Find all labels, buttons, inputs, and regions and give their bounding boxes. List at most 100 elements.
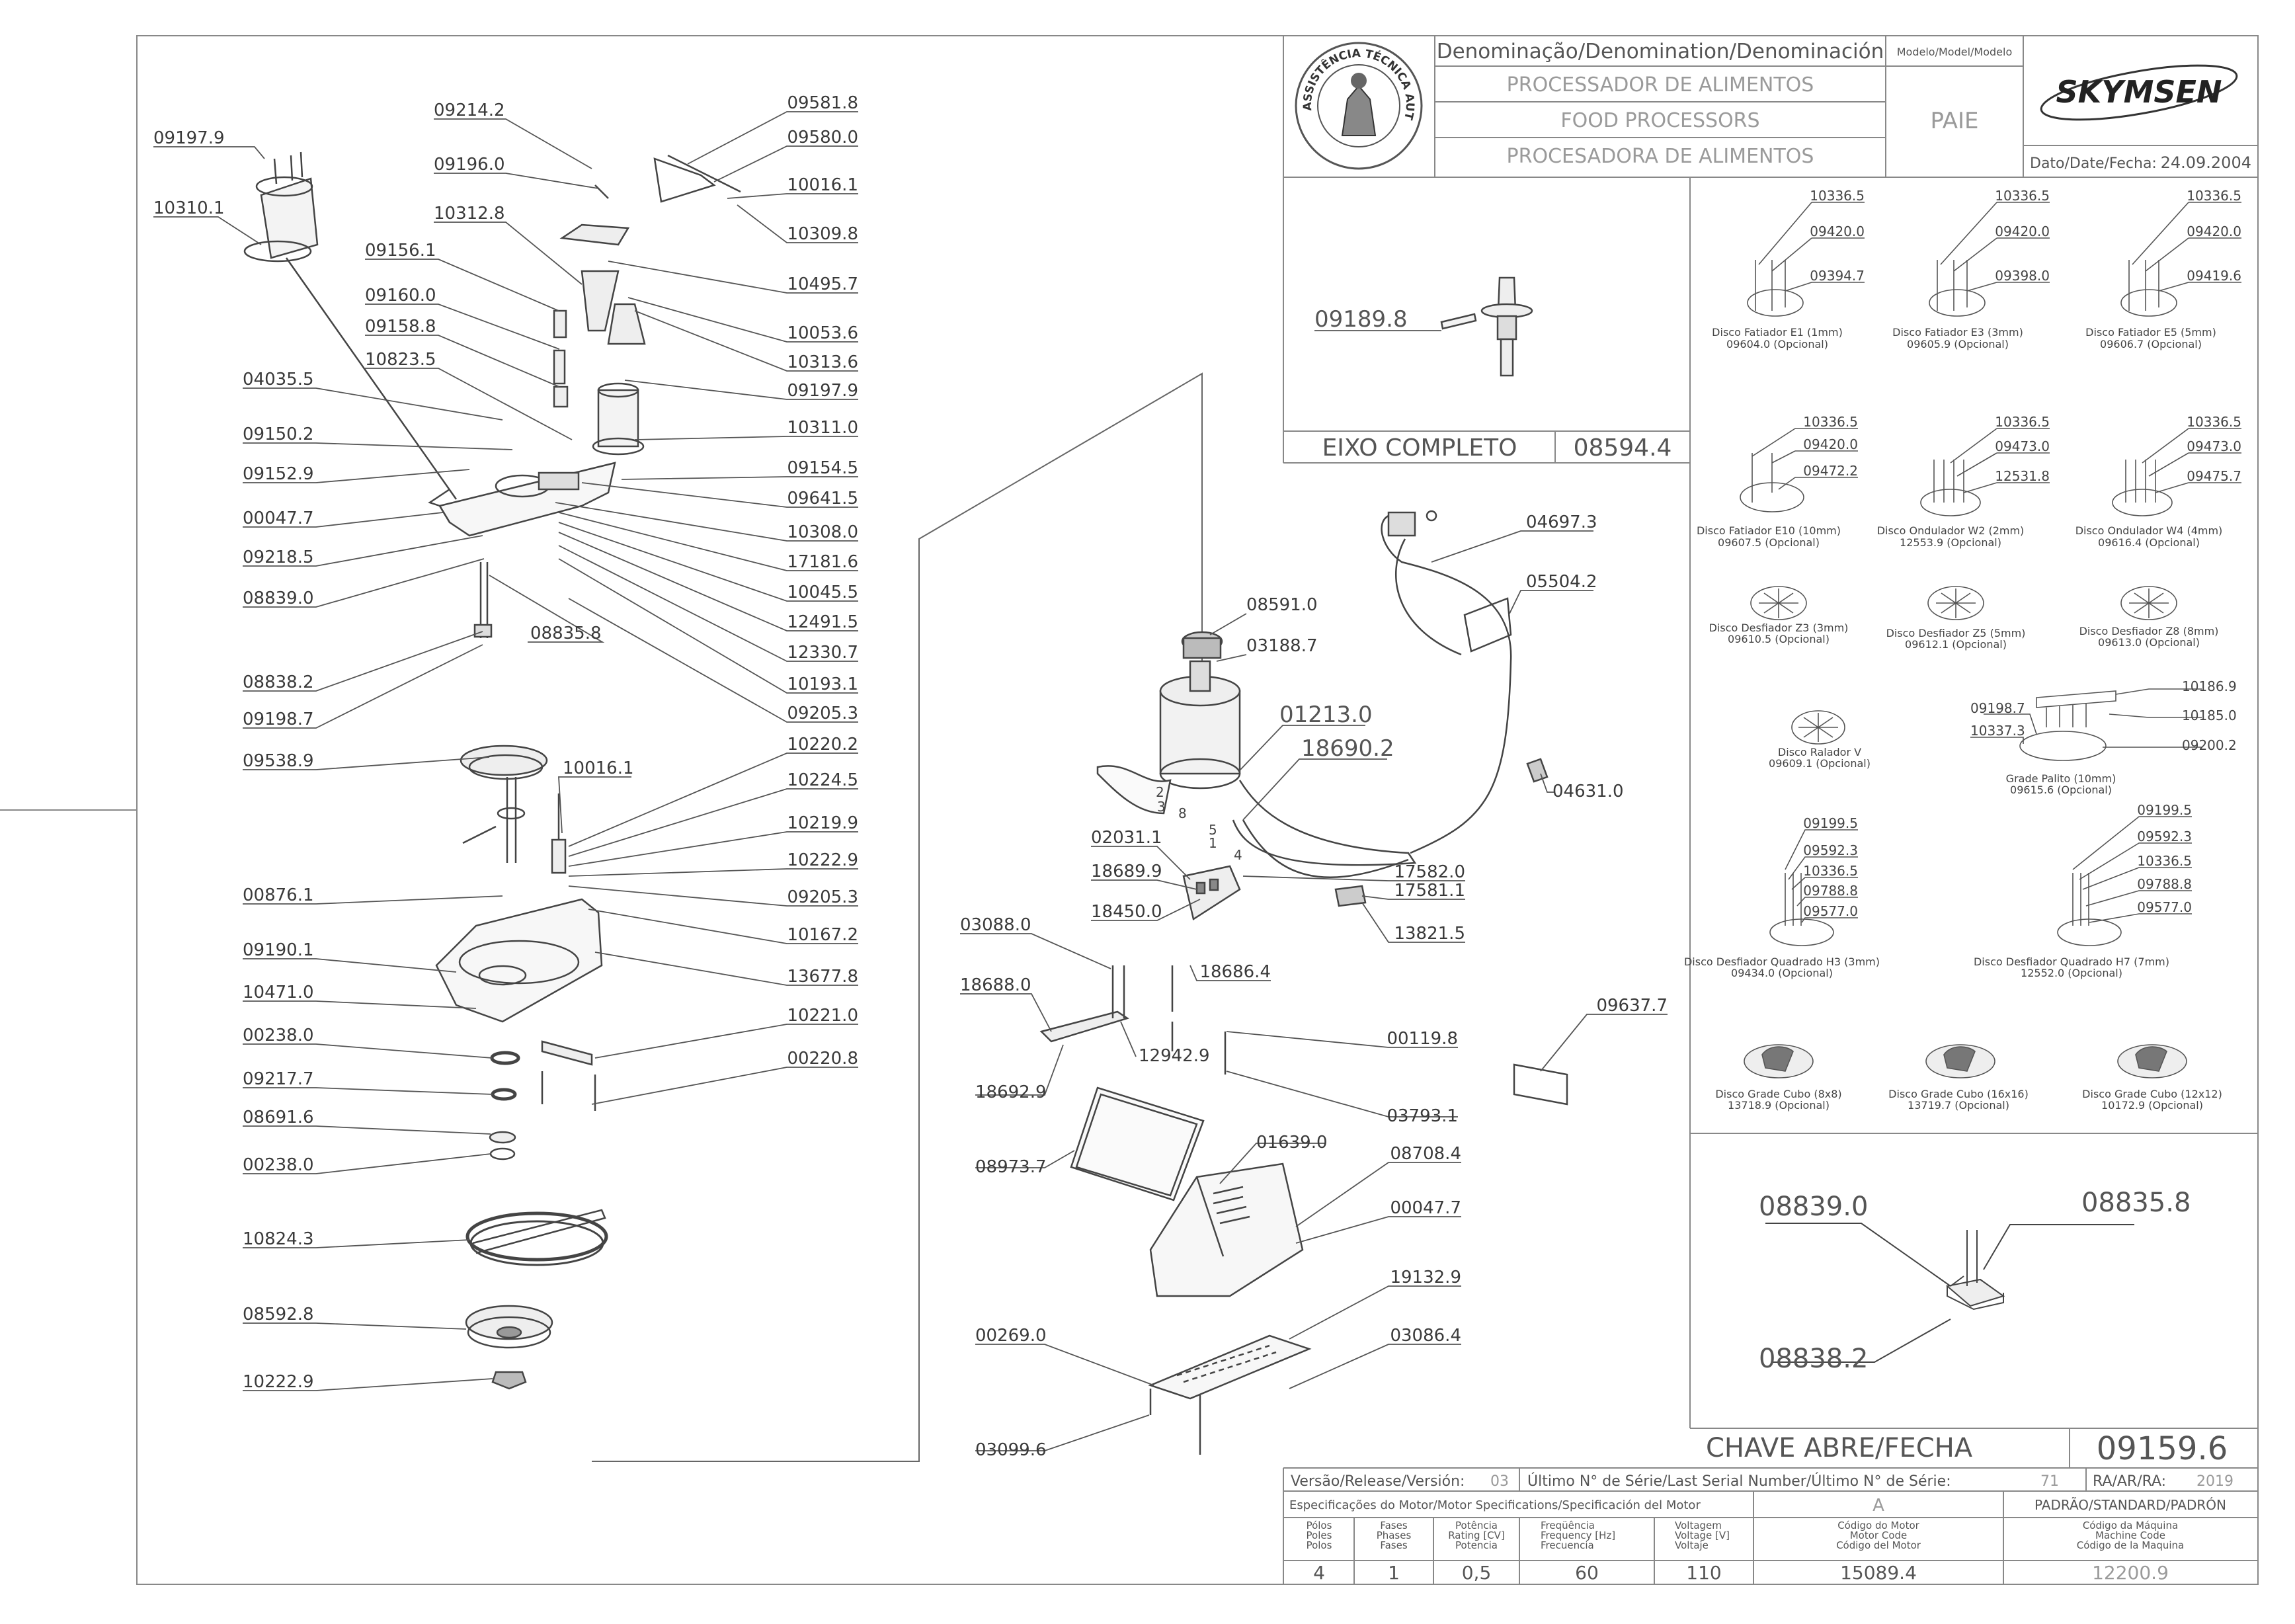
part-label: 09150.2 bbox=[243, 425, 314, 444]
part-label: 10222.9 bbox=[243, 1372, 314, 1392]
part-label: 09197.9 bbox=[153, 128, 225, 148]
motor-code-value: 15089.4 bbox=[1840, 1562, 1917, 1584]
svg-text:Disco Desfiador Quadrado H3 (3: Disco Desfiador Quadrado H3 (3mm) bbox=[1684, 955, 1880, 968]
wire-number: 2 bbox=[1156, 784, 1164, 800]
part-label: 00876.1 bbox=[243, 885, 314, 905]
part-label: 17181.6 bbox=[787, 552, 858, 572]
left-part-labels: 09197.9 10310.1 09214.2 09196.0 10312.8 … bbox=[153, 93, 858, 1392]
svg-text:Código de la Maquina: Código de la Maquina bbox=[2077, 1539, 2184, 1551]
revision-letter: A bbox=[1872, 1496, 1884, 1516]
poles-value: 4 bbox=[1313, 1562, 1325, 1584]
svg-text:09606.7 (Opcional): 09606.7 (Opcional) bbox=[2100, 338, 2202, 350]
voltage-value: 110 bbox=[1686, 1562, 1721, 1584]
svg-text:Disco Desfiador Z8 (8mm): Disco Desfiador Z8 (8mm) bbox=[2079, 625, 2219, 637]
part-label: 13677.8 bbox=[787, 967, 858, 987]
svg-text:Disco Ralador V: Disco Ralador V bbox=[1778, 746, 1861, 758]
part-label: 10495.7 bbox=[787, 274, 858, 294]
part-label: 12330.7 bbox=[787, 643, 858, 663]
svg-text:09605.9 (Opcional): 09605.9 (Opcional) bbox=[1907, 338, 2009, 350]
svg-text:Código do Motor: Código do Motor bbox=[1837, 1520, 1919, 1531]
svg-text:10186.9: 10186.9 bbox=[2182, 678, 2237, 694]
disc-w2: 10336.5 09473.0 12531.8 Disco Ondulador … bbox=[1877, 414, 2050, 549]
svg-text:Disco Ondulador W2 (2mm): Disco Ondulador W2 (2mm) bbox=[1877, 524, 2025, 537]
disc-e5: 10336.5 09420.0 09419.6 Disco Fatiador E… bbox=[2085, 188, 2241, 350]
svg-text:10185.0: 10185.0 bbox=[2182, 708, 2237, 723]
part-label: 00238.0 bbox=[243, 1155, 314, 1175]
svg-text:Potencia: Potencia bbox=[1455, 1539, 1498, 1551]
part-label: 18690.2 bbox=[1301, 735, 1394, 762]
svg-text:Grade Palito (10mm): Grade Palito (10mm) bbox=[2006, 772, 2116, 785]
svg-text:Frequency [Hz]: Frequency [Hz] bbox=[1541, 1529, 1615, 1541]
svg-text:10336.5: 10336.5 bbox=[1803, 863, 1858, 879]
part-label: 04631.0 bbox=[1552, 782, 1624, 801]
disc-ralador: Disco Ralador V 09609.1 (Opcional) bbox=[1769, 710, 1871, 770]
part-label: 00119.8 bbox=[1387, 1029, 1458, 1049]
svg-text:Freqüência: Freqüência bbox=[1541, 1520, 1595, 1531]
wire-number: 4 bbox=[1234, 847, 1242, 863]
part-label: 09156.1 bbox=[365, 241, 436, 261]
part-label: 09581.8 bbox=[787, 93, 858, 113]
wire-number: 3 bbox=[1157, 799, 1166, 815]
optional-discs-panel: 10336.5 09420.0 09394.7 Disco Fatiador E… bbox=[1684, 188, 2241, 1112]
product-name-pt: PROCESSADOR DE ALIMENTOS bbox=[1507, 73, 1814, 97]
part-label: 08691.6 bbox=[243, 1108, 314, 1127]
svg-text:09394.7: 09394.7 bbox=[1810, 268, 1865, 284]
part-label: 09197.9 bbox=[787, 381, 858, 401]
svg-text:09613.0 (Opcional): 09613.0 (Opcional) bbox=[2098, 636, 2200, 649]
svg-text:09788.8: 09788.8 bbox=[1803, 883, 1858, 899]
part-label: 09196.0 bbox=[434, 155, 505, 175]
part-label: 08973.7 bbox=[975, 1157, 1047, 1177]
center-part-labels: 04697.3 05504.2 08591.0 03188.7 01213.0 … bbox=[960, 512, 1668, 1460]
part-label: 10309.8 bbox=[787, 224, 858, 244]
svg-text:Poles: Poles bbox=[1307, 1529, 1332, 1541]
part-label: 04697.3 bbox=[1526, 512, 1597, 532]
part-label: 10313.6 bbox=[787, 352, 858, 372]
svg-text:09472.2: 09472.2 bbox=[1803, 463, 1858, 479]
svg-text:09198.7: 09198.7 bbox=[1970, 700, 2025, 716]
svg-text:Voltage [V]: Voltage [V] bbox=[1675, 1529, 1730, 1541]
svg-text:Polos: Polos bbox=[1307, 1539, 1332, 1551]
denomination-header: Denominação/Denomination/Denominación bbox=[1437, 40, 1884, 63]
part-label: 01639.0 bbox=[1256, 1133, 1328, 1153]
svg-text:09604.0 (Opcional): 09604.0 (Opcional) bbox=[1726, 338, 1828, 350]
eixo-part-label: 09189.8 bbox=[1314, 306, 1408, 333]
part-label: 09217.7 bbox=[243, 1069, 314, 1089]
disc-cube-16: Disco Grade Cubo (16x16) 13719.7 (Opcion… bbox=[1888, 1044, 2029, 1112]
part-label: 08591.0 bbox=[1246, 595, 1318, 615]
ra-value: 2019 bbox=[2196, 1473, 2234, 1490]
svg-text:SKYMSEN: SKYMSEN bbox=[2056, 74, 2222, 110]
svg-text:12552.0 (Opcional): 12552.0 (Opcional) bbox=[2021, 967, 2122, 979]
part-label: 08708.4 bbox=[1390, 1144, 1461, 1164]
part-label: 02031.1 bbox=[1091, 828, 1162, 848]
svg-text:09612.1 (Opcional): 09612.1 (Opcional) bbox=[1905, 638, 2007, 651]
svg-text:09577.0: 09577.0 bbox=[2137, 899, 2192, 915]
svg-text:Disco Fatiador E3 (3mm): Disco Fatiador E3 (3mm) bbox=[1892, 326, 2023, 339]
part-label: 10311.0 bbox=[787, 418, 858, 438]
serial-label: Último N° de Série/Last Serial Number/Úl… bbox=[1527, 1473, 1951, 1490]
svg-text:10336.5: 10336.5 bbox=[2137, 853, 2192, 869]
motor-spec-label: Especificações do Motor/Motor Specificat… bbox=[1289, 1498, 1701, 1512]
date-label: Dato/Date/Fecha: bbox=[2030, 155, 2157, 172]
svg-text:09420.0: 09420.0 bbox=[1810, 223, 1865, 239]
part-label: 09154.5 bbox=[787, 458, 858, 478]
svg-text:08835.8: 08835.8 bbox=[2081, 1188, 2191, 1218]
svg-text:Disco Desfiador Quadrado H7 (7: Disco Desfiador Quadrado H7 (7mm) bbox=[1974, 955, 2169, 968]
svg-text:Disco Grade Cubo (8x8): Disco Grade Cubo (8x8) bbox=[1715, 1088, 1841, 1100]
switch-code: 09159.6 bbox=[2097, 1430, 2228, 1467]
eixo-code: 08594.4 bbox=[1574, 434, 1672, 462]
svg-text:09609.1 (Opcional): 09609.1 (Opcional) bbox=[1769, 757, 1871, 770]
switch-caption: CHAVE ABRE/FECHA bbox=[1706, 1433, 1973, 1463]
footer-table: Versão/Release/Versión: 03 Último N° de … bbox=[1283, 1467, 2258, 1584]
product-name-es: PROCESADORA DE ALIMENTOS bbox=[1507, 145, 1814, 168]
part-label: 10310.1 bbox=[153, 198, 225, 218]
disc-h7: 09199.5 09592.3 10336.5 09788.8 09577.0 … bbox=[1974, 802, 2192, 979]
part-label: 10220.2 bbox=[787, 735, 858, 754]
svg-text:Fases: Fases bbox=[1380, 1539, 1407, 1551]
part-label: 18692.9 bbox=[975, 1082, 1047, 1102]
svg-text:Código del Motor: Código del Motor bbox=[1836, 1539, 1921, 1551]
machine-code-value: 12200.9 bbox=[2092, 1562, 2169, 1584]
part-label: 10471.0 bbox=[243, 983, 314, 1002]
svg-text:09607.5 (Opcional): 09607.5 (Opcional) bbox=[1718, 536, 1820, 549]
part-label: 09538.9 bbox=[243, 751, 314, 771]
